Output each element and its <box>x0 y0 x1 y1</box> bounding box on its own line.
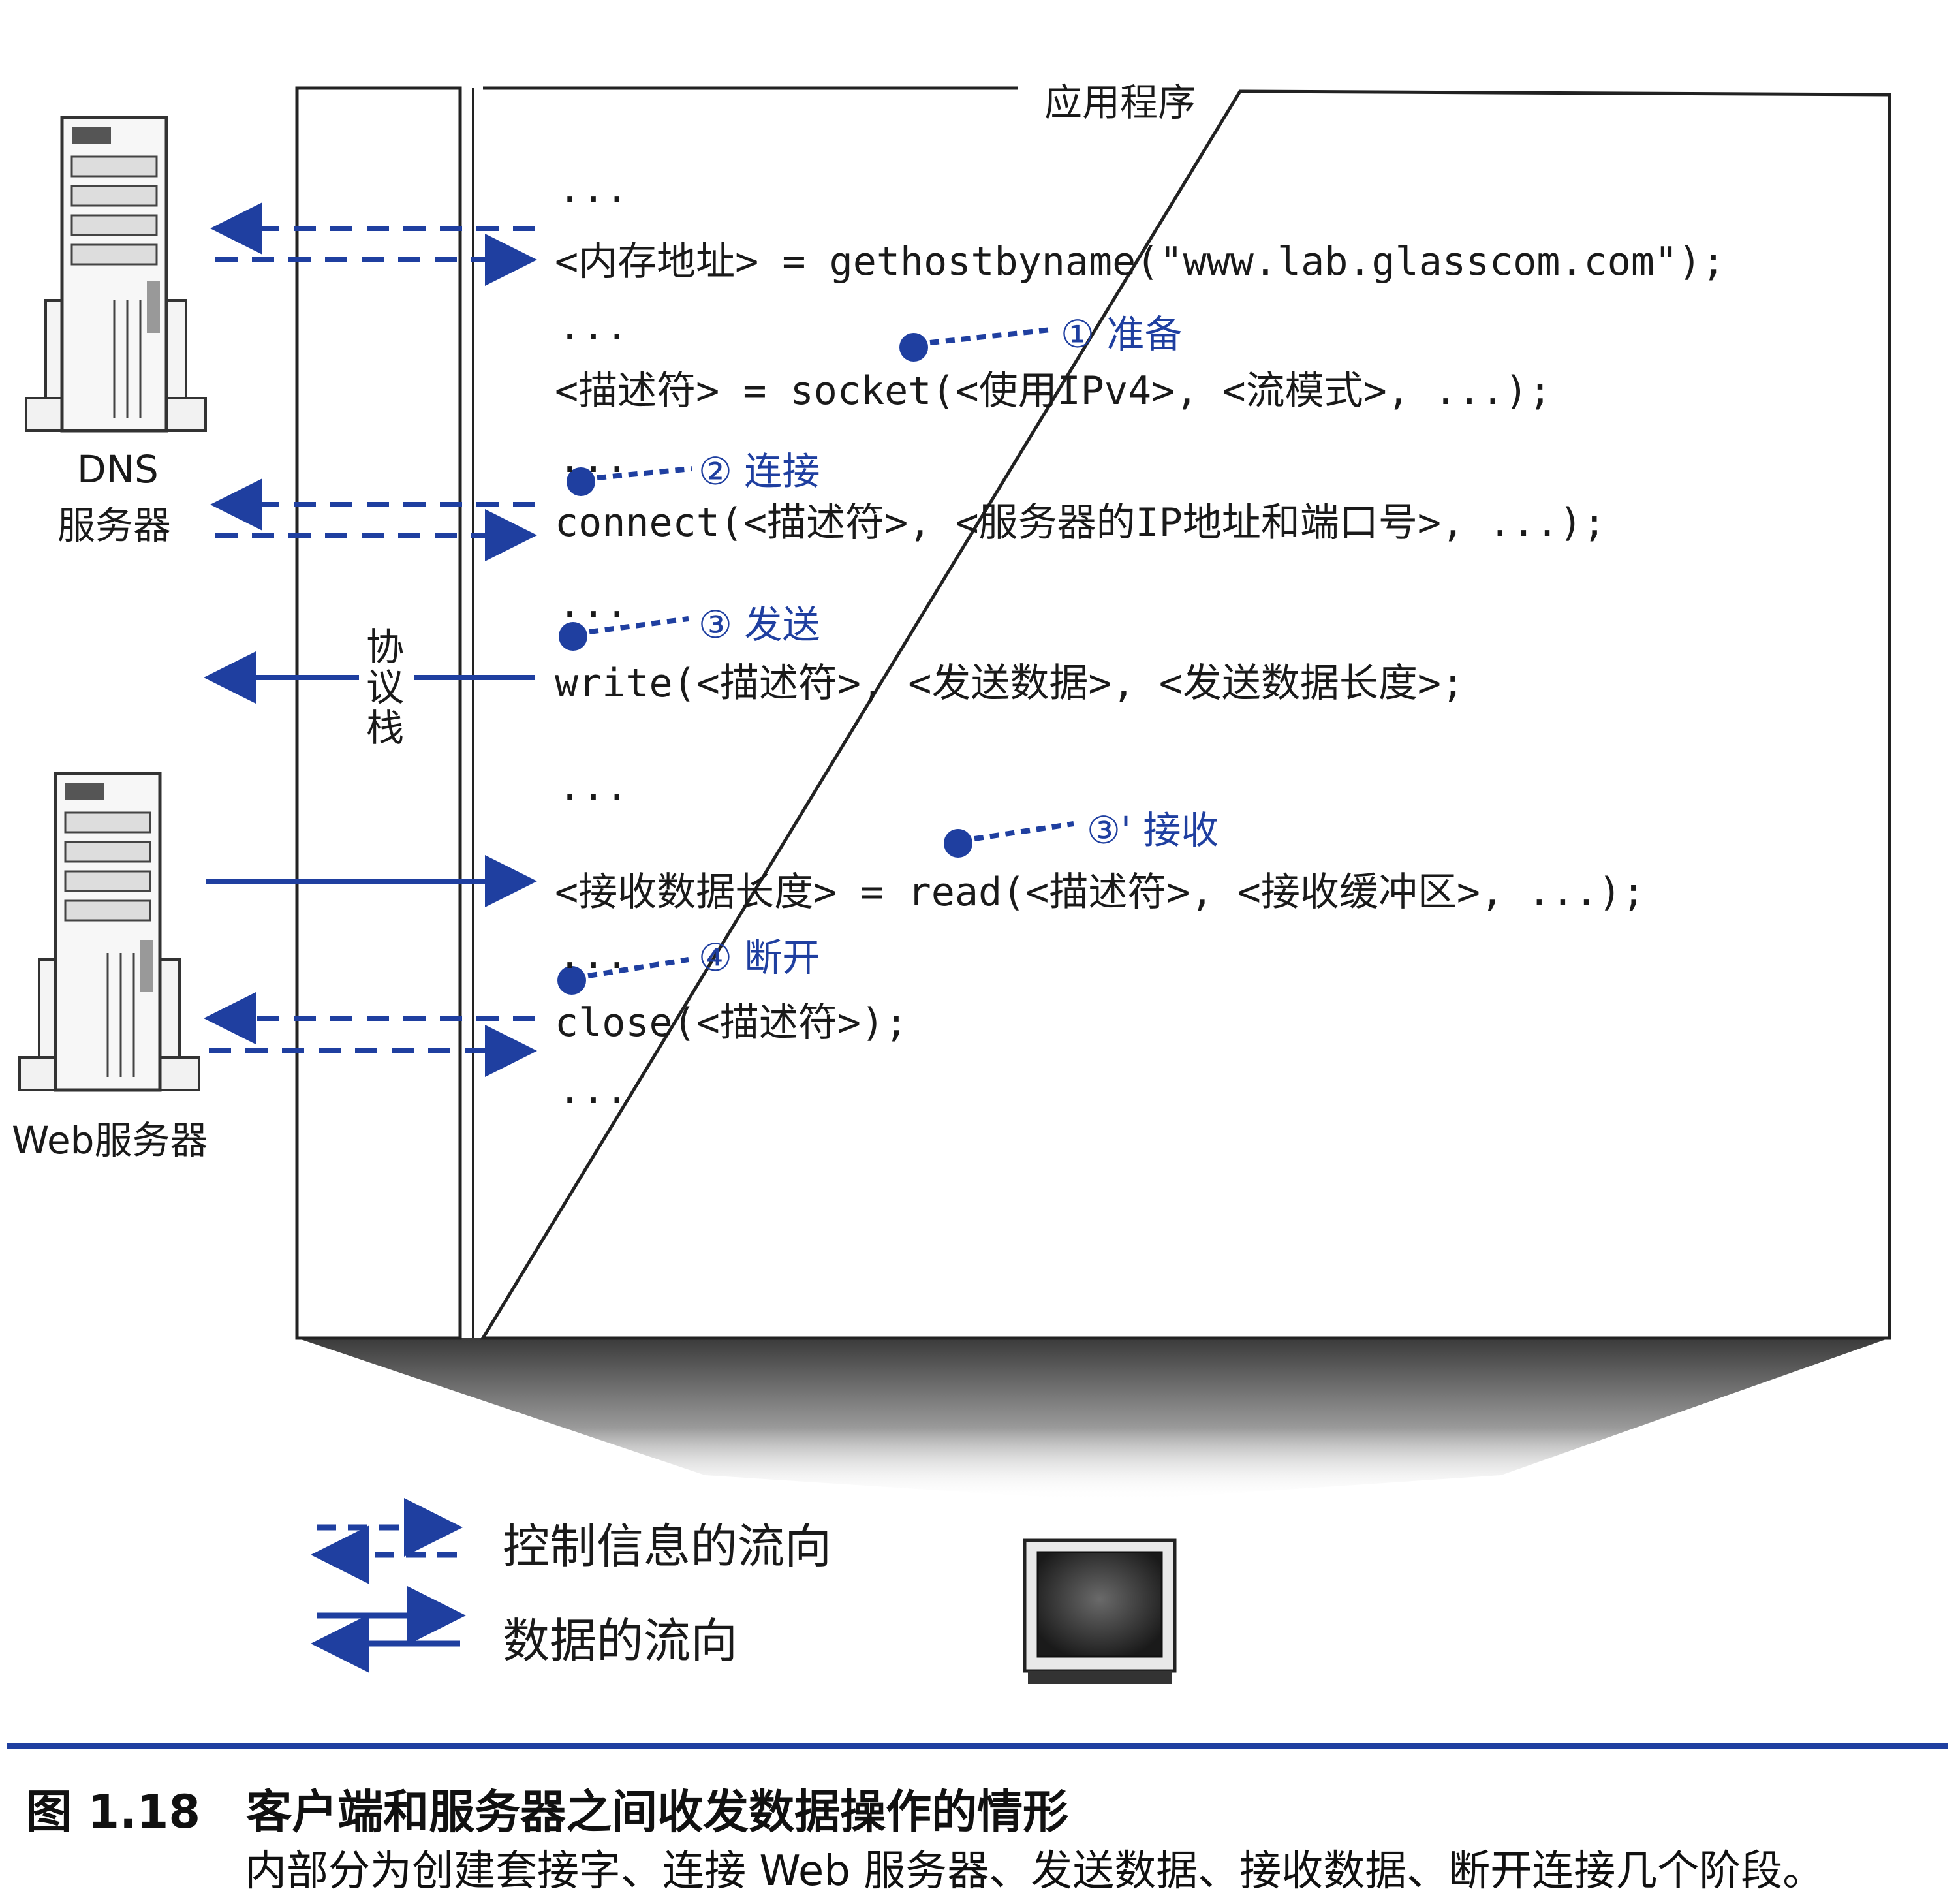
annotation-receive: ③' 接收 <box>1087 808 1219 852</box>
figure-caption-title: 图 1.18 客户端和服务器之间收发数据操作的情形 <box>26 1785 1069 1839</box>
legend-control-arrows <box>311 1498 463 1584</box>
legend-control-flow-label: 控制信息的流向 <box>503 1519 832 1574</box>
figure-caption-text: 内部分为创建套接字、连接 Web 服务器、发送数据、接收数据、断开连接几个阶段。 <box>245 1847 1825 1896</box>
annotation-send: ③ 发送 <box>698 602 820 647</box>
pointer-dot-send <box>559 622 587 651</box>
code-line-gethostbyname: <内存地址> = gethostbyname("www.lab.glasscom… <box>555 239 1726 285</box>
code-line-connect: connect(<描述符>, <服务器的IP地址和端口号>, ...); <box>555 500 1606 546</box>
code-ellipsis: ... <box>558 764 629 809</box>
projection-shadow <box>297 1338 1889 1501</box>
dns-server-label-line1: DNS <box>77 447 159 492</box>
pointer-dot-connect <box>567 467 595 496</box>
dns-server-icon <box>25 116 207 433</box>
legend-data-arrows <box>311 1586 466 1673</box>
annotation-prepare: ① 准备 <box>1061 312 1183 356</box>
web-server-label: Web服务器 <box>12 1118 208 1163</box>
annotation-connect: ② 连接 <box>698 449 820 493</box>
pointer-dot-prepare <box>899 333 928 362</box>
application-box <box>480 86 1891 1340</box>
code-line-read: <接收数据长度> = read(<描述符>, <接收缓冲区>, ...); <box>555 869 1645 915</box>
application-box-title: 应用程序 <box>1044 80 1196 125</box>
legend-data-flow-label: 数据的流向 <box>503 1614 738 1668</box>
pointer-dot-disconnect <box>557 966 586 995</box>
web-server-icon <box>18 772 200 1092</box>
code-ellipsis: ... <box>558 581 629 627</box>
code-line-write: write(<描述符>, <发送数据>, <发送数据长度>; <box>555 661 1465 706</box>
annotation-disconnect: ④ 断开 <box>698 935 820 980</box>
code-line-socket: <描述符> = socket(<使用IPv4>, <流模式>, ...); <box>555 368 1552 414</box>
code-ellipsis: ... <box>558 166 629 212</box>
code-line-close: close(<描述符>); <box>555 1000 909 1046</box>
control-arrows <box>204 202 537 1077</box>
client-computer-icon <box>1023 1538 1177 1684</box>
code-ellipsis: ... <box>558 304 629 349</box>
dns-server-label-line2: 服务器 <box>57 503 172 548</box>
protocol-stack-label: 协议栈 <box>362 627 408 748</box>
code-ellipsis: ... <box>558 932 629 978</box>
code-ellipsis: ... <box>558 1067 629 1113</box>
data-arrows <box>204 651 537 907</box>
pointer-dot-receive <box>944 829 972 858</box>
annotation-pointers <box>557 327 1074 995</box>
code-ellipsis: ... <box>558 436 629 482</box>
